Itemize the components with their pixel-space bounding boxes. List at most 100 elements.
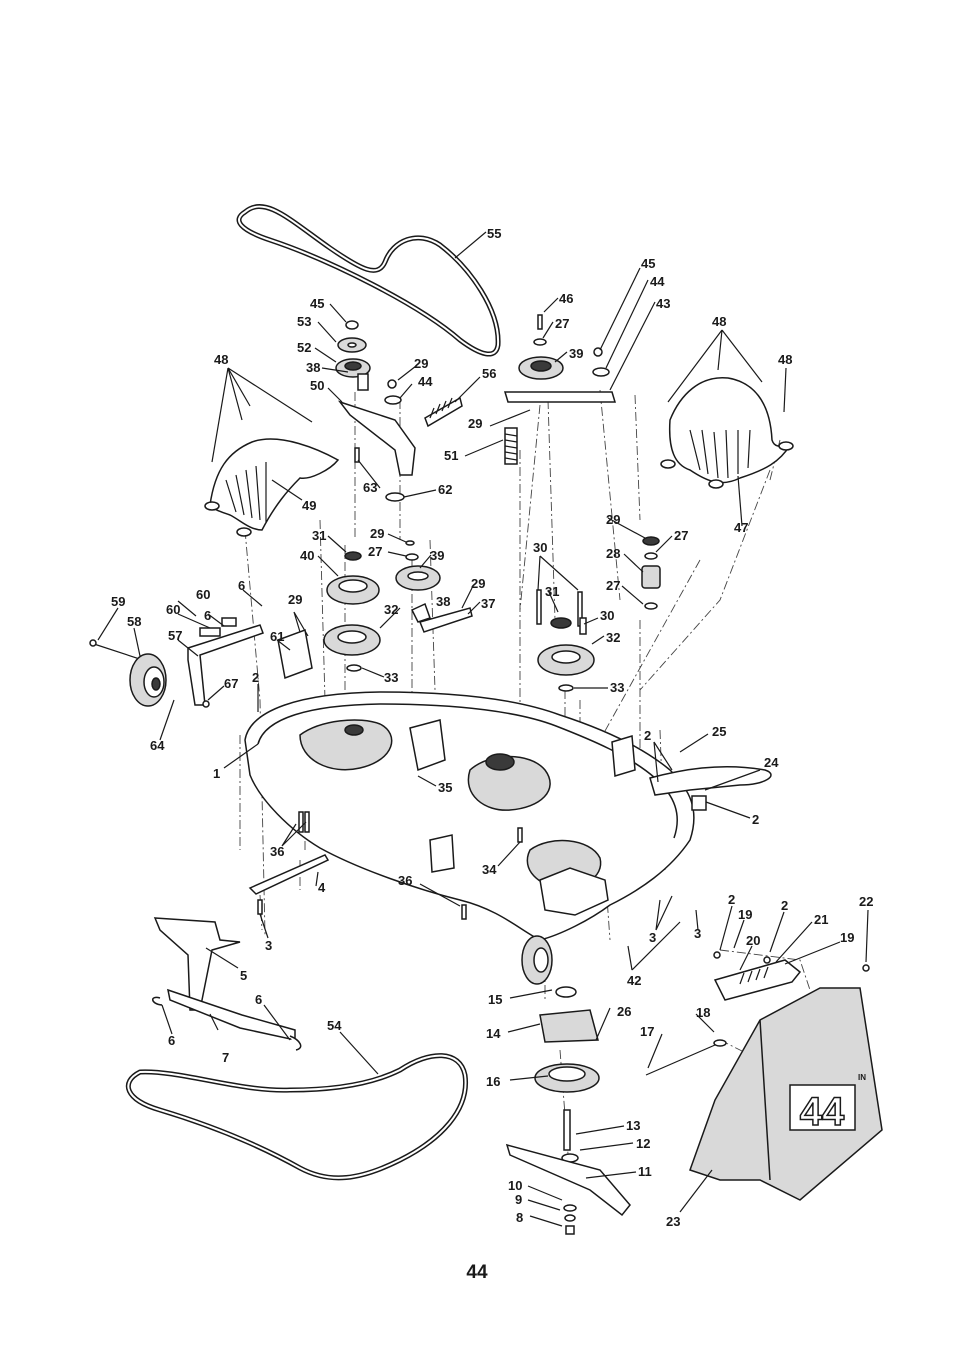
callout-29: 29 (288, 592, 302, 607)
belt-cover-47-right (661, 378, 793, 488)
callout-39: 39 (569, 346, 583, 361)
callout-2: 2 (781, 898, 788, 913)
spindle-blade-assembly (507, 987, 630, 1234)
callout-4: 4 (318, 880, 326, 895)
callout-2: 2 (752, 812, 759, 827)
callout-33: 33 (610, 680, 624, 695)
callout-43: 43 (656, 296, 670, 311)
callout-40: 40 (300, 548, 314, 563)
callout-50: 50 (310, 378, 324, 393)
callout-25: 25 (712, 724, 726, 739)
callout-10: 10 (508, 1178, 522, 1193)
callout-29: 29 (414, 356, 428, 371)
callout-3: 3 (649, 930, 656, 945)
callout-27: 27 (606, 578, 620, 593)
callout-14: 14 (486, 1026, 501, 1041)
callout-29: 29 (471, 576, 485, 591)
callout-26: 26 (617, 1004, 631, 1019)
callout-9: 9 (515, 1192, 522, 1207)
callout-48: 48 (712, 314, 726, 329)
callout-27: 27 (555, 316, 569, 331)
callout-6: 6 (255, 992, 262, 1007)
callout-28: 28 (606, 546, 620, 561)
callout-61: 61 (270, 629, 284, 644)
callout-36: 36 (270, 844, 284, 859)
callout-45: 45 (310, 296, 324, 311)
drive-belt-55 (239, 206, 498, 354)
callout-27: 27 (674, 528, 688, 543)
callout-37: 37 (481, 596, 495, 611)
callout-6: 6 (168, 1033, 175, 1048)
callout-3: 3 (694, 926, 701, 941)
callout-27: 27 (368, 544, 382, 559)
callout-45: 45 (641, 256, 655, 271)
callout-11: 11 (638, 1164, 652, 1179)
callout-44: 44 (418, 374, 433, 389)
callout-13: 13 (626, 1118, 640, 1133)
callout-6: 6 (204, 608, 211, 623)
callout-6: 6 (238, 578, 245, 593)
callout-42: 42 (627, 973, 641, 988)
callout-49: 49 (302, 498, 316, 513)
callout-31: 31 (545, 584, 559, 599)
callout-33: 33 (384, 670, 398, 685)
callout-24: 24 (764, 755, 779, 770)
callout-5: 5 (240, 968, 247, 983)
callout-53: 53 (297, 314, 311, 329)
callout-55: 55 (487, 226, 501, 241)
callout-56: 56 (482, 366, 496, 381)
pulley-stack-right (537, 537, 660, 691)
belt-cover-49-left (205, 439, 338, 536)
callout-44: 44 (650, 274, 665, 289)
callout-60: 60 (196, 587, 210, 602)
callout-29: 29 (468, 416, 482, 431)
callout-19: 19 (738, 907, 752, 922)
callout-59: 59 (111, 594, 125, 609)
deck-belt-54 (128, 1056, 465, 1178)
callout-15: 15 (488, 992, 502, 1007)
deck-size-badge-superscript: IN (858, 1073, 866, 1082)
callout-17: 17 (640, 1024, 654, 1039)
deck-size-badge-text: 44 (800, 1090, 845, 1134)
callout-31: 31 (312, 528, 326, 543)
callout-38: 38 (306, 360, 320, 375)
callout-62: 62 (438, 482, 452, 497)
page-number: 44 (0, 1262, 954, 1284)
callout-60: 60 (166, 602, 180, 617)
callout-7: 7 (222, 1050, 229, 1065)
callout-23: 23 (666, 1214, 680, 1229)
callout-2: 2 (252, 670, 259, 685)
callout-32: 32 (384, 602, 398, 617)
mower-deck-housing (245, 692, 771, 984)
callout-12: 12 (636, 1136, 650, 1151)
callout-20: 20 (746, 933, 760, 948)
callout-63: 63 (363, 480, 377, 495)
callout-3: 3 (265, 938, 272, 953)
callout-2: 2 (644, 728, 651, 743)
callout-2: 2 (728, 892, 735, 907)
callout-19: 19 (840, 930, 854, 945)
callout-1: 1 (213, 766, 220, 781)
callout-32: 32 (606, 630, 620, 645)
idler-arm-assembly-right (505, 315, 615, 464)
callout-51: 51 (444, 448, 458, 463)
callout-29: 29 (606, 512, 620, 527)
callout-52: 52 (297, 340, 311, 355)
callout-48: 48 (778, 352, 792, 367)
callout-57: 57 (168, 628, 182, 643)
callout-16: 16 (486, 1074, 500, 1089)
callout-22: 22 (859, 894, 873, 909)
callout-48: 48 (214, 352, 228, 367)
callout-21: 21 (814, 912, 828, 927)
callout-29: 29 (370, 526, 384, 541)
callout-58: 58 (127, 614, 141, 629)
callout-47: 47 (734, 520, 748, 535)
callout-8: 8 (516, 1210, 523, 1225)
callout-18: 18 (696, 1005, 710, 1020)
callout-34: 34 (482, 862, 497, 877)
callout-54: 54 (327, 1018, 342, 1033)
callout-46: 46 (559, 291, 573, 306)
callout-36: 36 (398, 873, 412, 888)
callout-30: 30 (600, 608, 614, 623)
